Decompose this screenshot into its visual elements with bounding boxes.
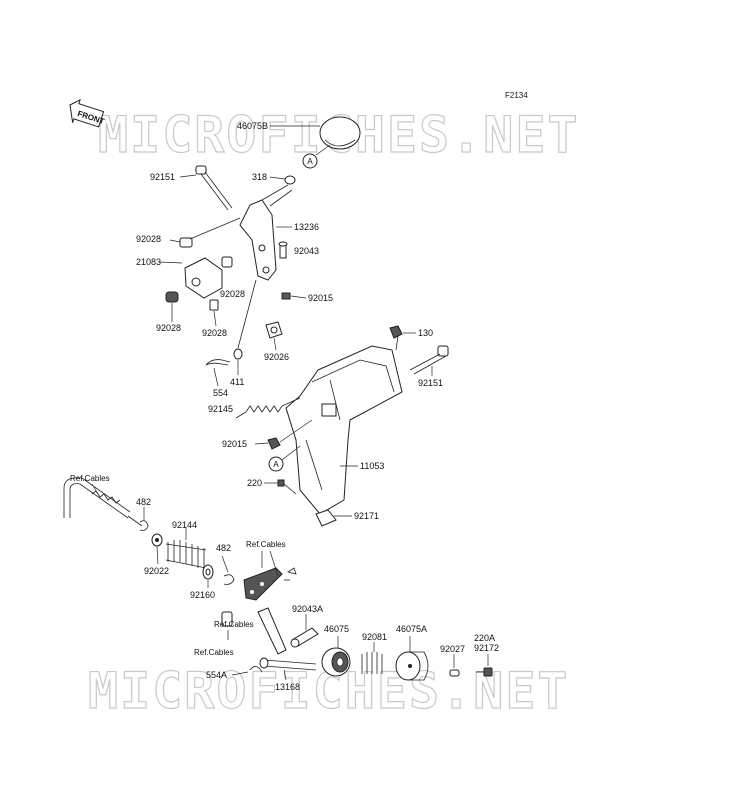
- ref-cables-lower: Ref.Cables: [214, 620, 254, 629]
- ref-marker-lower-label: A: [273, 460, 279, 469]
- label-46075b: 46075B: [237, 121, 268, 131]
- roller-46075a: [395, 651, 429, 681]
- label-220a: 220A: [474, 633, 495, 643]
- cotter-pin-554: [205, 359, 231, 366]
- label-92028-a: 92028: [136, 234, 161, 244]
- label-92171: 92171: [354, 511, 379, 521]
- label-92028-c: 92028: [156, 323, 181, 333]
- label-92043: 92043: [294, 246, 319, 256]
- pin-92043a: [290, 627, 319, 648]
- front-arrow-icon: FRONT: [69, 98, 106, 128]
- label-554a: 554A: [206, 670, 227, 680]
- clip-92026: [265, 321, 283, 339]
- label-554: 554: [213, 388, 228, 398]
- label-92022: 92022: [144, 566, 169, 576]
- label-92028-b: 92028: [220, 289, 245, 299]
- washer-92022: [151, 533, 163, 547]
- label-46075: 46075: [324, 624, 349, 634]
- ref-cables-bottom: Ref.Cables: [194, 648, 234, 657]
- clip-482-left: [139, 520, 149, 531]
- roller-46075: [321, 647, 351, 677]
- bolt-130: [389, 325, 403, 351]
- bolt-92151-top: [195, 165, 233, 211]
- shift-lever-13236: [239, 184, 293, 281]
- diagram-id: F2134: [505, 91, 528, 100]
- switch-block-21083: [165, 237, 233, 311]
- label-46075a: 46075A: [396, 624, 427, 634]
- label-92015-upper: 92015: [308, 293, 333, 303]
- label-11053: 11053: [360, 461, 384, 471]
- label-130: 130: [418, 328, 433, 338]
- ref-cables-left: Ref.Cables: [70, 474, 110, 483]
- washer-411: [233, 348, 243, 360]
- label-13168: 13168: [275, 682, 300, 692]
- knob-46075b: [319, 116, 361, 150]
- label-482-right: 482: [216, 543, 231, 553]
- label-92145: 92145: [208, 404, 233, 414]
- label-411: 411: [230, 377, 244, 387]
- cable-bracket-plate: [243, 567, 283, 601]
- label-92027: 92027: [440, 644, 465, 654]
- label-92026: 92026: [264, 352, 289, 362]
- label-13236: 13236: [294, 222, 319, 232]
- cable-left: [63, 477, 143, 527]
- spring-92145: [235, 397, 301, 419]
- cotter-pin-upper-right: [284, 567, 297, 581]
- label-482-left: 482: [136, 497, 151, 507]
- collar-92160: [202, 564, 214, 580]
- label-92028-d: 92028: [202, 328, 227, 338]
- clip-482-right: [223, 574, 235, 585]
- ref-marker-lower: [268, 456, 284, 472]
- bushing-92027: [449, 669, 460, 677]
- label-92151-top: 92151: [150, 172, 175, 182]
- screw-220: [277, 479, 297, 495]
- label-318: 318: [252, 172, 267, 182]
- pin-lower-left: [221, 611, 233, 627]
- pin-92043: [278, 241, 288, 259]
- label-92043a: 92043A: [292, 604, 323, 614]
- nut-92015-upper: [281, 292, 291, 300]
- cotter-pin-554a: [249, 666, 263, 673]
- ref-marker-top-label: A: [307, 157, 313, 166]
- label-92172: 92172: [474, 643, 499, 653]
- spring-92081: [361, 652, 383, 674]
- bolt-92151-right: [409, 345, 449, 375]
- label-92081: 92081: [362, 632, 387, 642]
- nut-92015-lower: [267, 437, 281, 450]
- label-92151-right: 92151: [418, 378, 443, 388]
- link-rod-13168: [257, 607, 317, 671]
- label-92160: 92160: [190, 590, 215, 600]
- screw-92172: [476, 667, 493, 677]
- ref-cables-mid: Ref.Cables: [246, 540, 286, 549]
- bracket-11053: [285, 345, 403, 527]
- nut-318: [284, 175, 296, 185]
- label-220: 220: [247, 478, 262, 488]
- label-21083: 21083: [136, 257, 161, 267]
- spring-92144: [165, 540, 207, 569]
- ref-marker-top: [302, 153, 318, 169]
- label-92015-lower: 92015: [222, 439, 247, 449]
- label-92144: 92144: [172, 520, 197, 530]
